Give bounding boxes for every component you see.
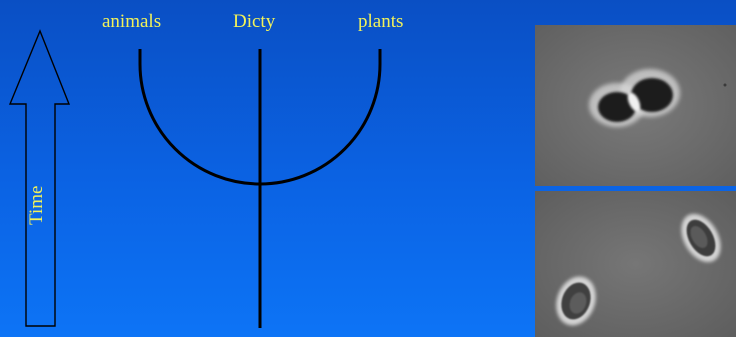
time-label: Time <box>26 186 48 225</box>
label-plants: plants <box>358 12 403 31</box>
label-dicty: Dicty <box>233 12 275 31</box>
micrograph-bottom <box>535 191 736 337</box>
micrograph-top <box>535 25 736 186</box>
time-arrow <box>10 31 69 326</box>
label-animals: animals <box>102 12 161 31</box>
